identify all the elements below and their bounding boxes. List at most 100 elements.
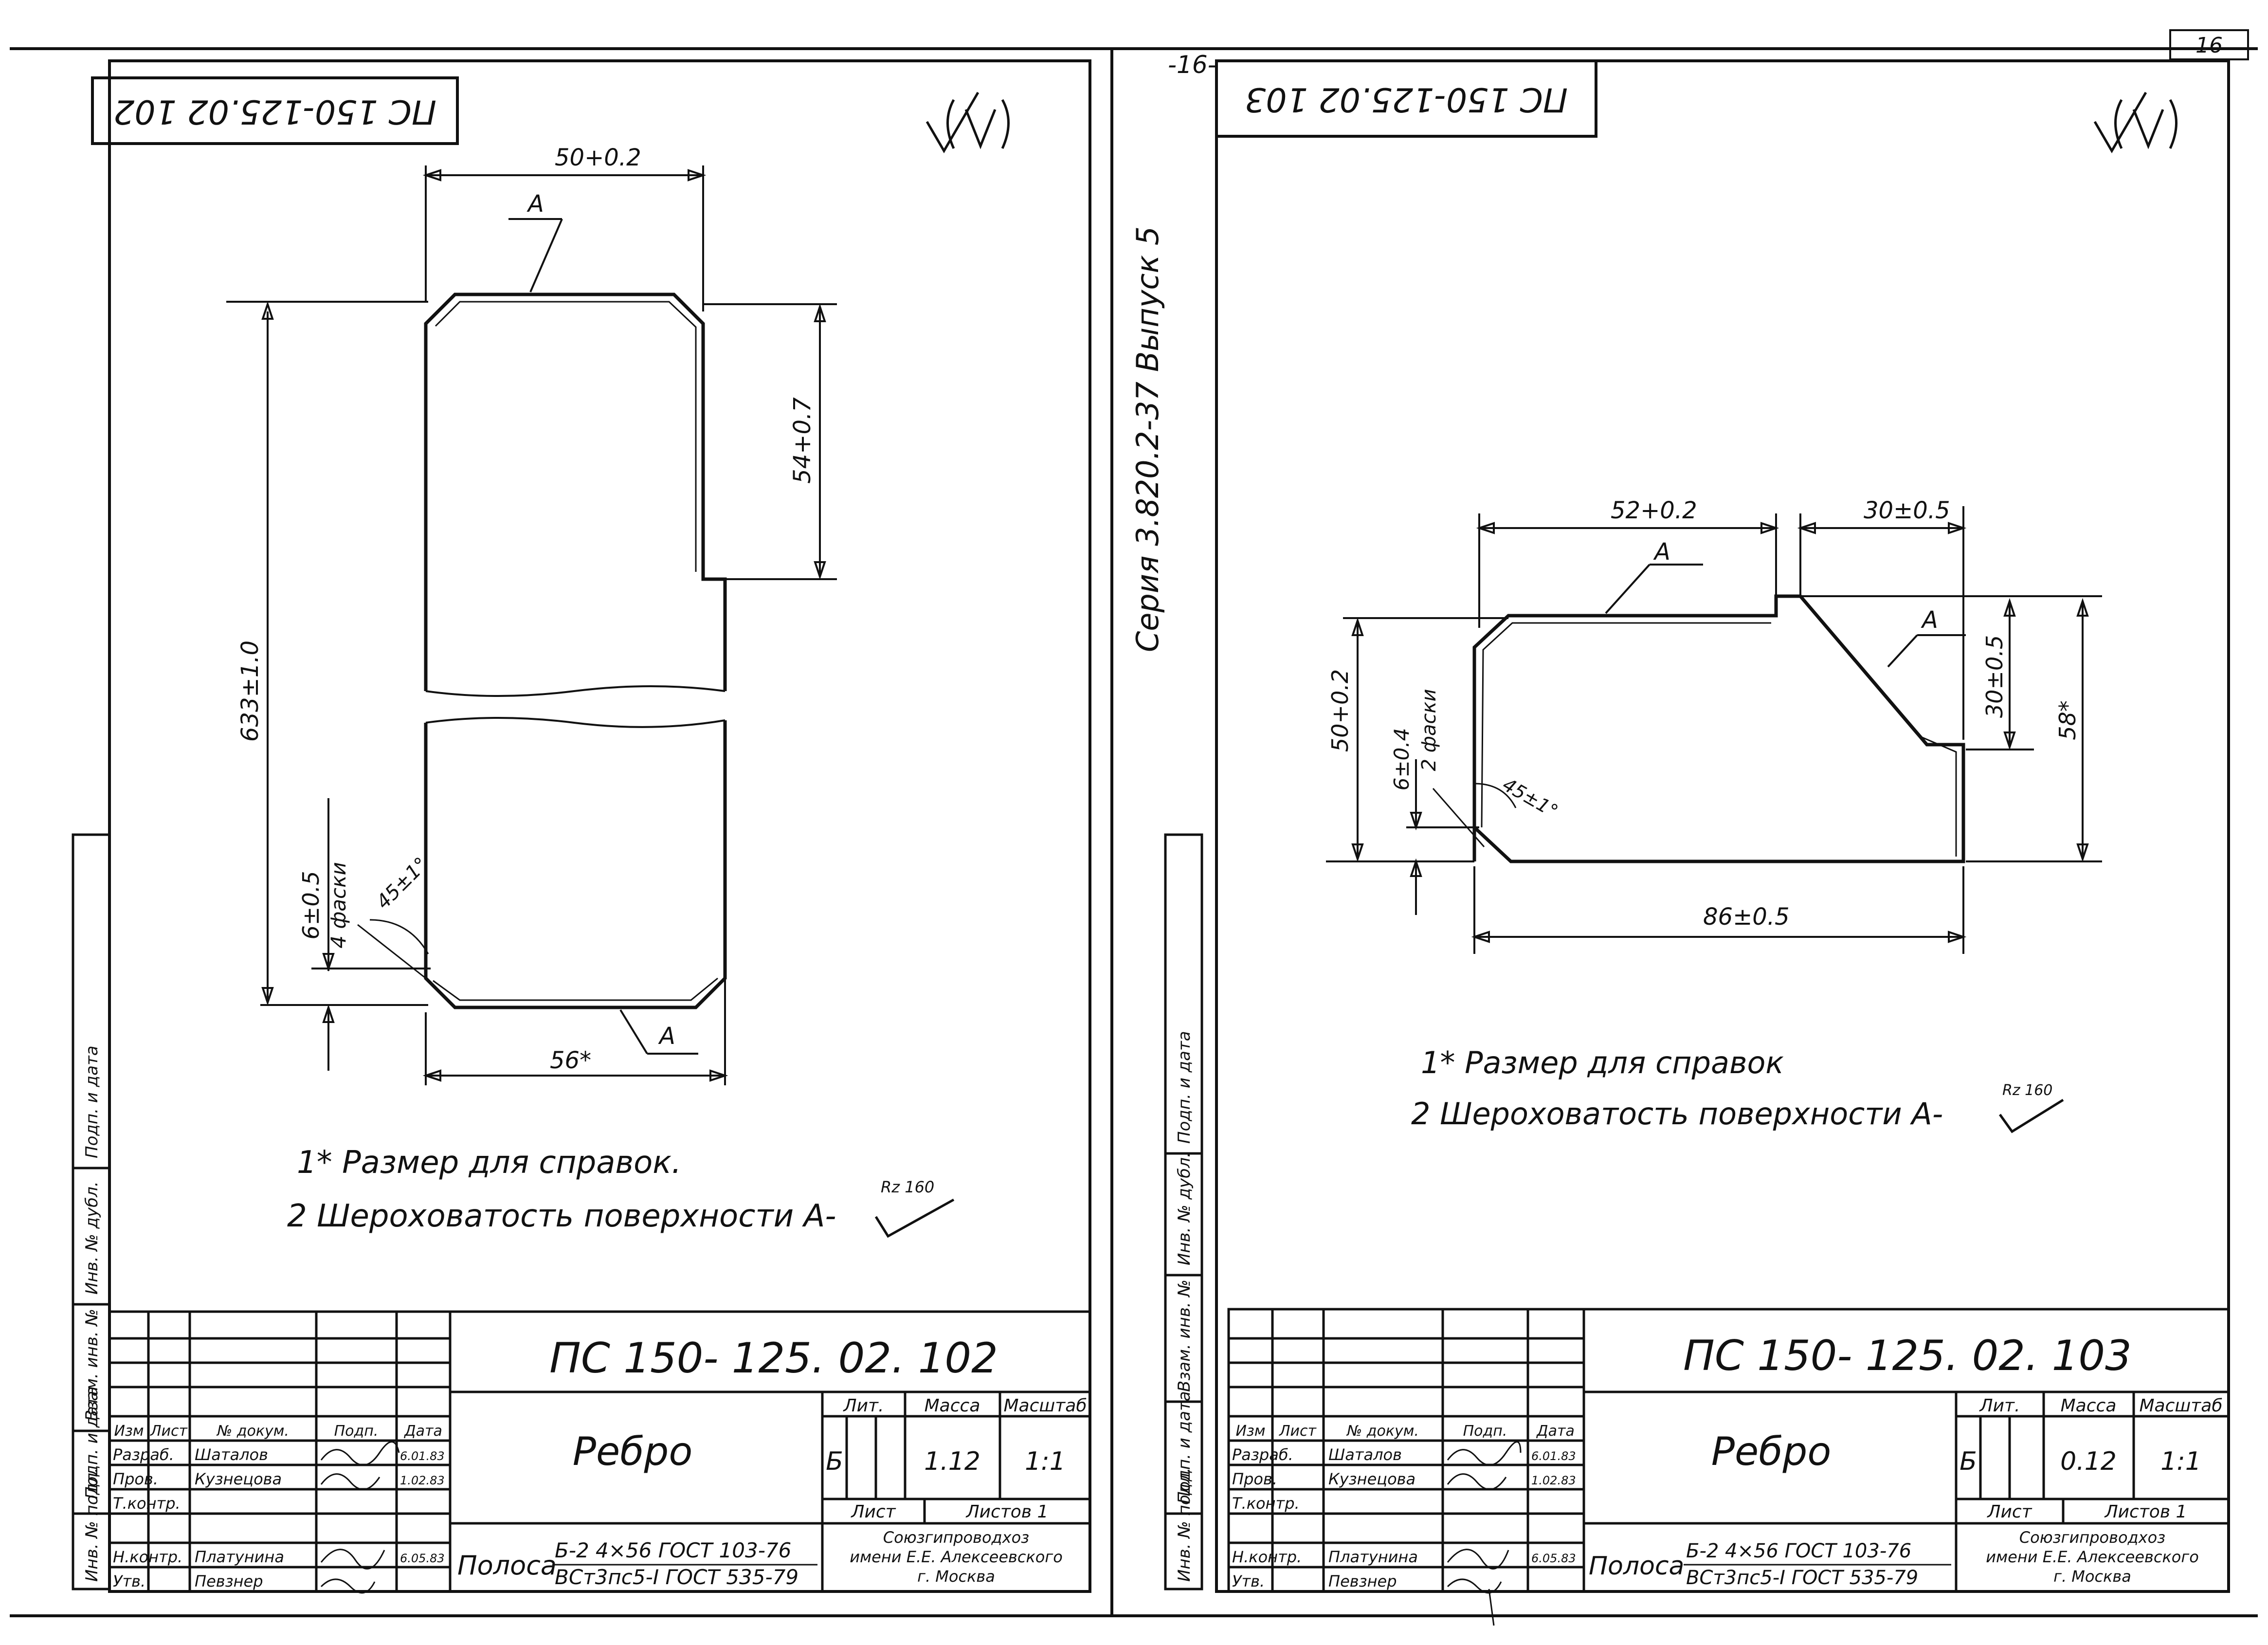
row-date: 6.05.83 bbox=[400, 1552, 445, 1565]
right-mirrored-code: ПС 150-125.02 103 bbox=[1245, 80, 1568, 118]
row-date: 1.02.83 bbox=[1531, 1474, 1576, 1487]
top-page-mark: -16- bbox=[1168, 51, 1216, 79]
dim-width-bottom: 56* bbox=[550, 1047, 591, 1074]
part-name: Ребро bbox=[573, 1429, 693, 1474]
mass-value: 1.12 bbox=[924, 1447, 980, 1476]
col-header: Дата bbox=[1536, 1423, 1575, 1440]
page-number-box: 16 bbox=[2169, 29, 2249, 60]
lit-value: Б bbox=[1960, 1447, 1977, 1476]
left-dimension-texts: 50+0.2 633±1.0 54+0.7 6±0.5 4 фаски 45±1… bbox=[236, 144, 816, 1074]
row-role: Разраб. bbox=[1232, 1445, 1293, 1464]
stamp-label: Инв. № дубл. bbox=[82, 1181, 102, 1295]
dim-angle: 45±1° bbox=[372, 853, 433, 914]
org-line-1: Союзгипроводхоз bbox=[2019, 1528, 2165, 1547]
col-header: Лист bbox=[1279, 1423, 1317, 1440]
row-date: 6.01.83 bbox=[400, 1449, 445, 1463]
dim-chamfer-size: 6±0.4 bbox=[1390, 728, 1414, 791]
left-title-block bbox=[108, 1310, 1091, 1593]
row-name: Певзнер bbox=[195, 1572, 263, 1590]
stamp-label: Подп. и дата bbox=[1175, 1391, 1194, 1504]
surface-label-a: A bbox=[1653, 538, 1670, 566]
material-bottom: ВСт3пс5-I ГОСТ 535-79 bbox=[1686, 1567, 1918, 1589]
dim-right-step: 54+0.7 bbox=[789, 397, 816, 484]
row-role: Н.контр. bbox=[113, 1548, 182, 1566]
outer-frame bbox=[10, 47, 2258, 1617]
stamp-label: Взам. инв. № bbox=[1175, 1279, 1194, 1392]
mass-header: Масса bbox=[925, 1396, 980, 1416]
right-dimension-lines bbox=[1326, 506, 2102, 954]
stamp-label: Подп. и дата bbox=[82, 1045, 102, 1158]
row-name: Шаталов bbox=[195, 1445, 268, 1464]
lit-header: Лит. bbox=[1979, 1396, 2020, 1416]
right-notes: 1* Размер для справок 2 Шероховатость по… bbox=[1411, 1045, 2064, 1133]
check-roughness-icon bbox=[1998, 1098, 2064, 1133]
org-line-2: имени Е.Е. Алексеевского bbox=[1986, 1548, 2199, 1566]
scale-value: 1:1 bbox=[1025, 1447, 1066, 1476]
row-date: 6.01.83 bbox=[1531, 1449, 1576, 1463]
left-side-stamp-labels: Инв. № подл. Подп. и дата Взам. инв. № И… bbox=[82, 1045, 102, 1582]
col-header: Подп. bbox=[1463, 1423, 1507, 1440]
row-name: Кузнецова bbox=[195, 1470, 282, 1488]
left-title-block-texts: ПС 150- 125. 02. 102 Ребро Лит. Масса Ма… bbox=[113, 1334, 1087, 1590]
row-role: Утв. bbox=[113, 1572, 145, 1590]
scale-header: Масштаб bbox=[1003, 1396, 1087, 1416]
material-prefix: Полоса bbox=[457, 1550, 557, 1581]
note-1: 1* Размер для справок. bbox=[297, 1145, 681, 1181]
dim-width-bottom: 86±0.5 bbox=[1703, 903, 1790, 931]
row-role: Т.контр. bbox=[1232, 1494, 1300, 1513]
row-role: Пров. bbox=[1232, 1470, 1277, 1488]
row-role: Н.контр. bbox=[1232, 1548, 1302, 1566]
dim-height-right: 58* bbox=[2054, 700, 2081, 740]
dim-height-total: 633±1.0 bbox=[236, 640, 264, 742]
right-mirrored-code-box: ПС 150-125.02 103 bbox=[1215, 59, 1597, 138]
org-line-1: Союзгипроводхоз bbox=[883, 1528, 1029, 1547]
org-line-2: имени Е.Е. Алексеевского bbox=[850, 1548, 1063, 1566]
col-header: Подп. bbox=[334, 1423, 379, 1440]
sheets-label: Листов 1 bbox=[2104, 1502, 2187, 1522]
dim-width-top: 50+0.2 bbox=[555, 144, 641, 171]
row-name: Певзнер bbox=[1328, 1572, 1397, 1590]
dim-chamfer-note: 4 фаски bbox=[327, 862, 350, 948]
row-name: Платунина bbox=[1328, 1548, 1418, 1566]
material-prefix: Полоса bbox=[1589, 1552, 1684, 1581]
part-name: Ребро bbox=[1711, 1429, 1832, 1474]
col-header: Изм bbox=[114, 1423, 144, 1440]
stamp-label: Подп. и дата bbox=[1175, 1031, 1194, 1144]
col-header: Изм bbox=[1235, 1423, 1265, 1440]
col-header: Дата bbox=[403, 1423, 442, 1440]
col-header: № докум. bbox=[1346, 1423, 1419, 1440]
scale-header: Масштаб bbox=[2139, 1396, 2222, 1416]
sheet-label: Лист bbox=[1986, 1502, 2032, 1522]
right-title-block bbox=[1227, 1308, 2230, 1593]
col-header: Лист bbox=[150, 1423, 188, 1440]
dim-width-top: 52+0.2 bbox=[1611, 497, 1697, 524]
row-role: Пров. bbox=[113, 1470, 158, 1488]
surface-label-a: A bbox=[658, 1023, 675, 1050]
note-2: 2 Шероховатость поверхности А- bbox=[1411, 1096, 1943, 1132]
dim-height-left: 50+0.2 bbox=[1327, 669, 1353, 752]
row-date: 1.02.83 bbox=[400, 1474, 445, 1487]
mass-value: 0.12 bbox=[2060, 1447, 2117, 1476]
lit-value: Б bbox=[826, 1447, 843, 1476]
stamp-label: Инв. № подл. bbox=[82, 1467, 102, 1582]
material-bottom: ВСт3пс5-I ГОСТ 535-79 bbox=[555, 1565, 798, 1589]
dim-height-right-step: 30±0.5 bbox=[1981, 635, 2008, 718]
dim-chamfer-size: 6±0.5 bbox=[298, 871, 324, 940]
roughness-label: Rz 160 bbox=[2002, 1082, 2052, 1099]
row-name: Кузнецова bbox=[1328, 1470, 1415, 1488]
roughness-sign-icon bbox=[925, 91, 1010, 153]
note-2: 2 Шероховатость поверхности А- bbox=[287, 1198, 836, 1234]
surface-label-a: A bbox=[1921, 606, 1938, 634]
stamp-label: Подп. и дата bbox=[82, 1386, 102, 1499]
dim-chamfer-note: 2 фаски bbox=[1418, 689, 1440, 771]
material-top: Б-2 4×56 ГОСТ 103-76 bbox=[1686, 1540, 1911, 1562]
row-date: 6.05.83 bbox=[1531, 1552, 1576, 1565]
sheets-label: Листов 1 bbox=[965, 1502, 1049, 1522]
right-side-stamp-labels: Инв. № подл. Подп. и дата Взам. инв. № И… bbox=[1175, 1031, 1194, 1582]
row-role: Т.контр. bbox=[113, 1494, 181, 1513]
roughness-sign-icon bbox=[2093, 91, 2177, 153]
mass-header: Масса bbox=[2061, 1396, 2117, 1416]
scale-value: 1:1 bbox=[2160, 1447, 2201, 1476]
signature-icon bbox=[1447, 1441, 1522, 1626]
surface-label-a: A bbox=[526, 190, 544, 218]
